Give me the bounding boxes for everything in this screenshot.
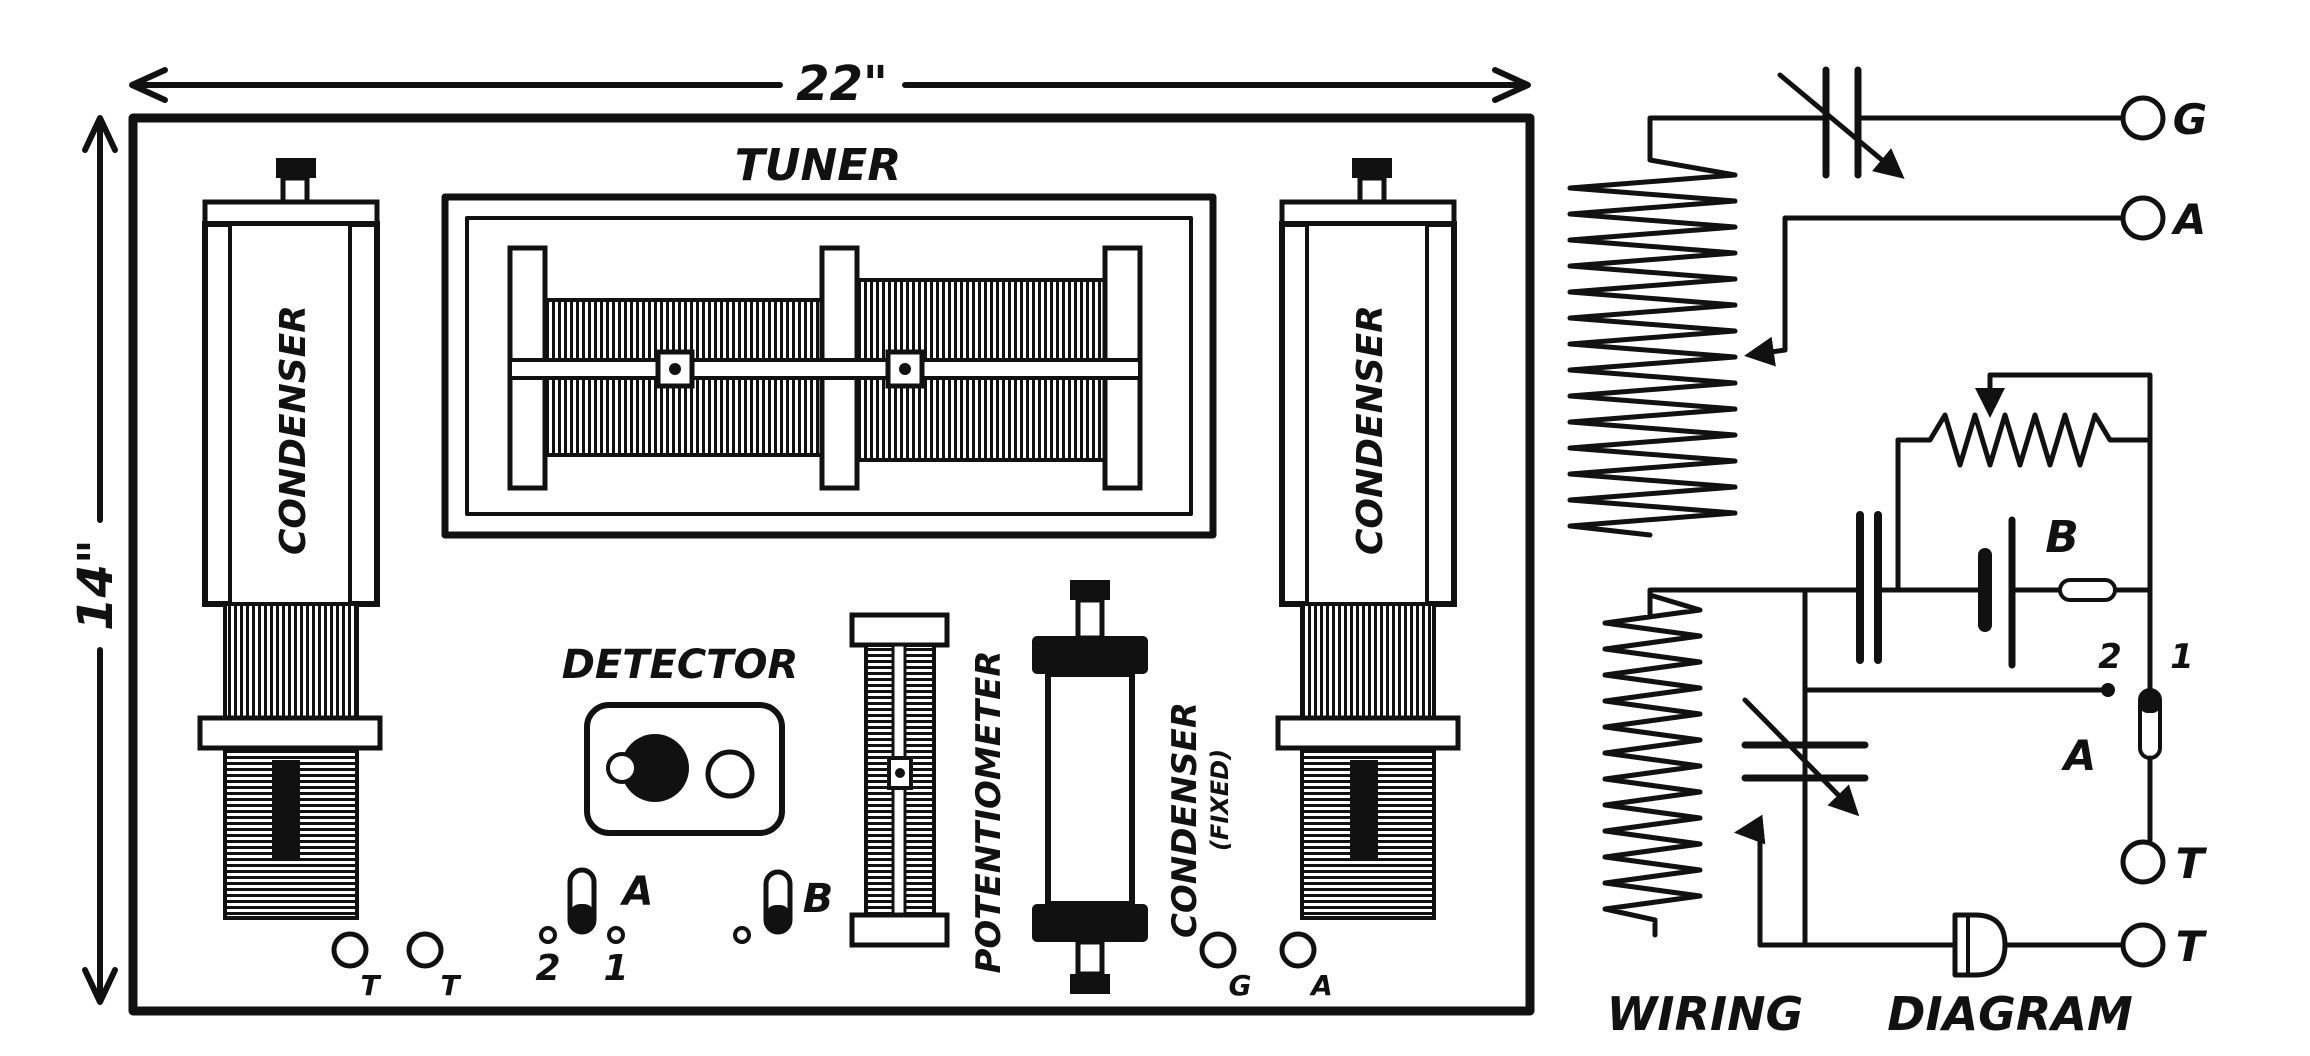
wiring-label-switch-pos1: 1 (2170, 637, 2194, 677)
switch-a-pos1: 1 (603, 948, 628, 989)
condenser-left: CONDENSER (197, 158, 383, 920)
wiring-label-t1: T (2176, 839, 2208, 888)
height-dimension: 14" (68, 115, 124, 1005)
switch-b-contact (733, 926, 751, 944)
switch-b: B (733, 869, 834, 944)
fixed-condenser: CONDENSER (FIXED) (1032, 580, 1234, 994)
wiring-diagram (1567, 66, 2166, 978)
detector (584, 702, 785, 836)
wiring-label-switch: A (2061, 731, 2097, 780)
potentiometer-label: POTENTIOMETER (969, 650, 1009, 973)
terminal-a (1279, 931, 1317, 969)
switch-a-label: A (620, 869, 654, 915)
switch-a: A 2 1 (535, 867, 654, 989)
fixed-condenser-sub: (FIXED) (1206, 749, 1234, 851)
width-dimension: 22" (129, 56, 1531, 112)
wiring-terminal-g (2120, 95, 2166, 141)
switch-a-contact-2 (539, 926, 557, 944)
switch-a-pos2: 2 (535, 948, 560, 989)
wiring-terminal-a (2120, 195, 2166, 241)
condenser-left-label: CONDENSER (273, 305, 314, 555)
wiring-label-switch-pos2: 2 (2098, 637, 2122, 677)
switch-contact-2 (2101, 683, 2115, 697)
condenser-right: CONDENSER (1275, 158, 1461, 920)
terminal-t2 (406, 931, 444, 969)
wiring-label-a: A (2171, 195, 2207, 244)
width-label: 22" (796, 56, 888, 112)
terminal-a-label: A (1309, 969, 1333, 1002)
panel-border (128, 113, 1535, 1016)
potentiometer: POTENTIOMETER (849, 612, 1009, 974)
height-label: 14" (68, 539, 124, 631)
battery-resistor (2058, 578, 2117, 602)
condenser-right-label: CONDENSER (1350, 305, 1391, 555)
rheostat (1895, 412, 2153, 468)
telephone-receiver (1952, 912, 2008, 978)
switch-b-label: B (803, 876, 834, 922)
terminal-t2-label: T (440, 969, 461, 1002)
detector-label: DETECTOR (562, 642, 799, 688)
wiring-title-left: WIRING (1607, 987, 1804, 1041)
wiring-label-battery: B (2045, 512, 2079, 563)
terminal-g-label: G (1229, 969, 1252, 1002)
terminal-t1-label: T (360, 969, 381, 1002)
panel-terminals: T T G A (331, 931, 1333, 1002)
detector-crystal (621, 734, 689, 802)
terminal-g (1199, 931, 1237, 969)
lower-coil (1602, 592, 1703, 938)
tuner-label: TUNER (735, 140, 902, 191)
tuner-rod (508, 358, 1142, 380)
tuner (441, 193, 1217, 539)
upper-coil (1567, 137, 1738, 538)
wiring-label-g: G (2173, 95, 2207, 144)
wiring-label-t2: T (2176, 922, 2208, 971)
wiring-title-right: DIAGRAM (1887, 987, 2132, 1041)
switch-a-contact-1 (607, 926, 625, 944)
fixed-condenser-label: CONDENSER (1165, 702, 1205, 938)
terminal-t1 (331, 931, 369, 969)
wiring-terminal-t1 (2120, 839, 2166, 885)
wiring-terminal-t2 (2120, 922, 2166, 968)
